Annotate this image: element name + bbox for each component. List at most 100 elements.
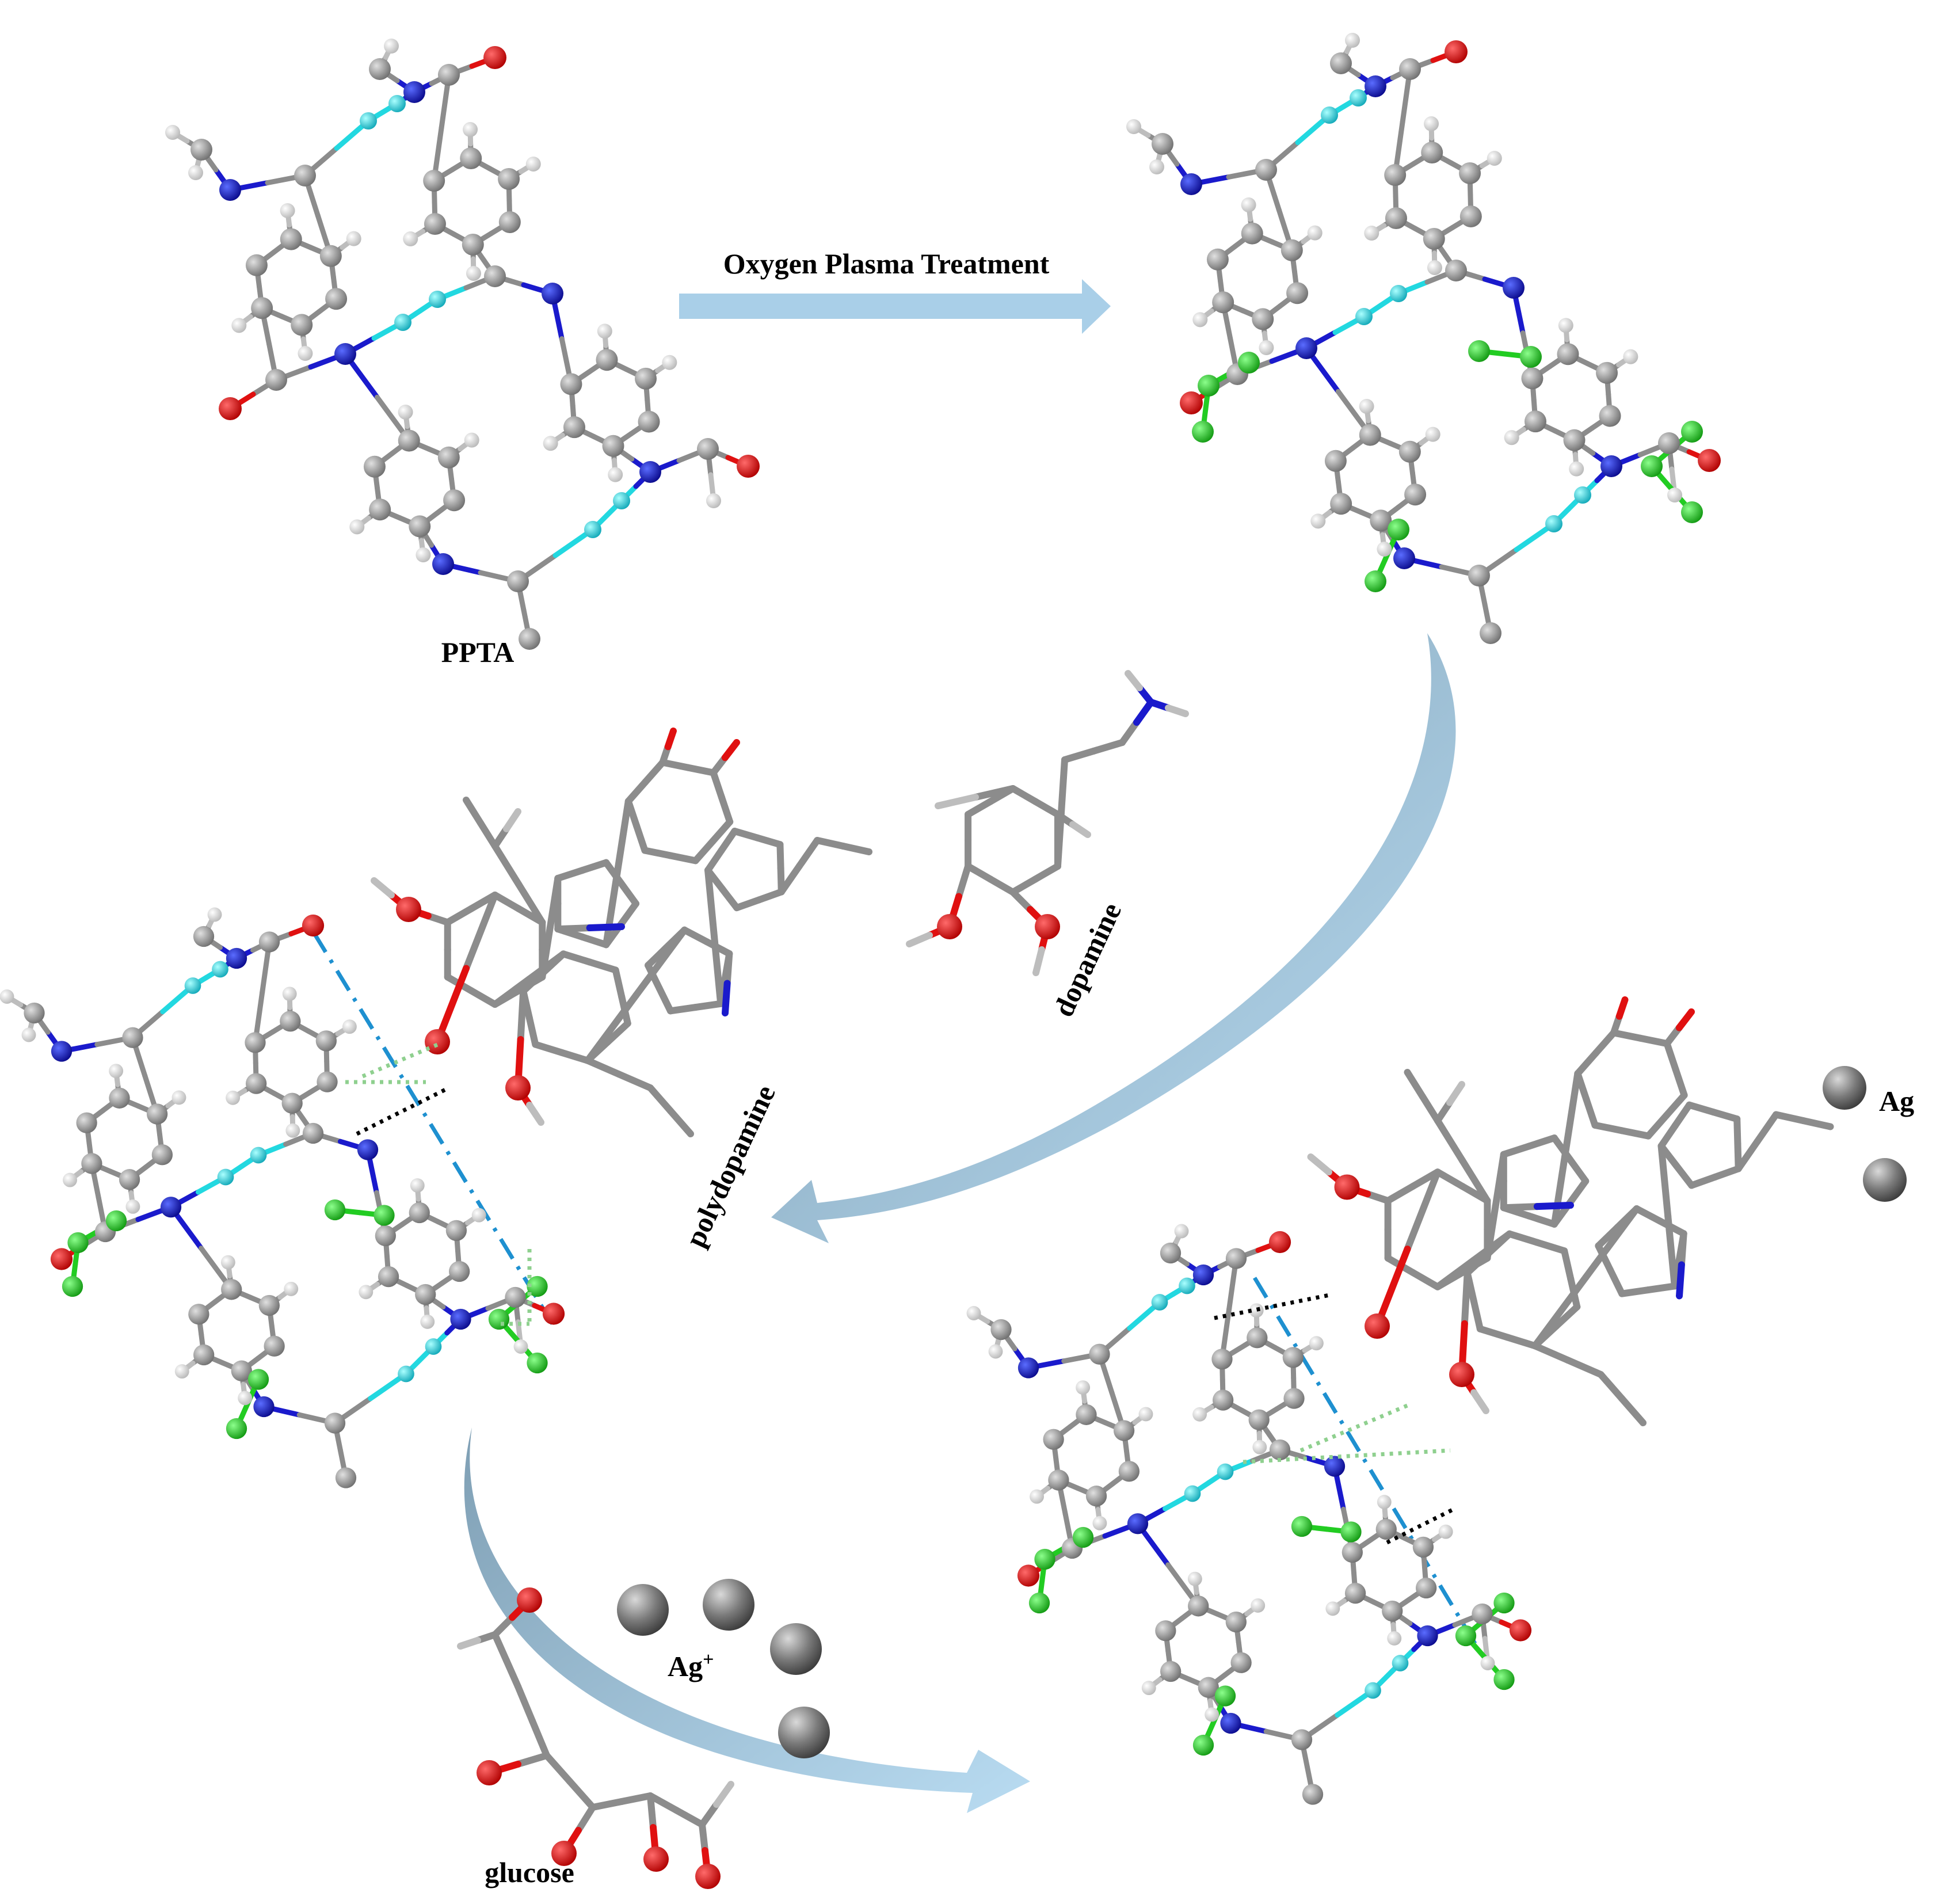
deposited-silver-sphere bbox=[1823, 1066, 1866, 1110]
amide-bond-atom bbox=[1151, 1294, 1168, 1311]
carbon-atom bbox=[449, 1261, 470, 1282]
bond bbox=[1057, 756, 1068, 817]
bond bbox=[1564, 1357, 1605, 1378]
hydrogen-atom bbox=[298, 346, 313, 361]
carbon-atom bbox=[302, 1122, 324, 1144]
hydrogen-atom bbox=[464, 432, 479, 448]
carbon-atom bbox=[424, 213, 446, 235]
bond bbox=[1595, 1224, 1621, 1250]
bond bbox=[1671, 1101, 1693, 1129]
nitrogen-atom bbox=[1600, 455, 1622, 477]
hydrogen-atom bbox=[172, 1090, 186, 1105]
bond bbox=[1597, 1371, 1626, 1402]
bond bbox=[699, 1821, 708, 1854]
carbon-atom bbox=[460, 147, 482, 170]
hydrogen-atom bbox=[1030, 1489, 1044, 1504]
modified-atom bbox=[1192, 421, 1214, 443]
carbon-atom bbox=[258, 931, 280, 953]
nitrogen-atom bbox=[403, 81, 425, 103]
carbon-atom bbox=[1459, 205, 1482, 227]
bond bbox=[1672, 1065, 1688, 1099]
bond bbox=[1531, 1274, 1590, 1350]
bond bbox=[615, 1071, 654, 1091]
nitrogen-atom bbox=[1324, 1456, 1346, 1477]
hydrogen-atom bbox=[1558, 318, 1573, 333]
hydrogen-atom bbox=[1252, 1440, 1267, 1454]
carbon-atom bbox=[507, 570, 529, 592]
modified-atom bbox=[1388, 519, 1409, 540]
bond bbox=[1500, 1203, 1541, 1212]
carbon-atom bbox=[109, 1087, 130, 1109]
amide-bond-atom bbox=[212, 961, 228, 978]
bond bbox=[1125, 670, 1143, 691]
bond bbox=[1470, 1230, 1513, 1264]
bond bbox=[1637, 1034, 1671, 1048]
bond bbox=[673, 1807, 706, 1828]
interface-line-middle bbox=[312, 931, 554, 1325]
modified-atom bbox=[1072, 1526, 1094, 1548]
amide-bond-atom bbox=[184, 977, 201, 994]
bond bbox=[647, 1792, 680, 1814]
bond bbox=[814, 837, 847, 850]
carbon-atom bbox=[231, 1360, 252, 1381]
bond bbox=[1525, 1134, 1558, 1150]
bond bbox=[558, 1049, 592, 1064]
amide-bond-atom bbox=[1365, 1682, 1381, 1699]
bond bbox=[525, 1014, 539, 1048]
interface-line-bottom bbox=[1253, 1277, 1492, 1670]
amide-bond-atom bbox=[1350, 89, 1367, 106]
bond bbox=[1470, 1297, 1484, 1332]
carbon-atom bbox=[369, 498, 391, 521]
ppta-label: PPTA bbox=[441, 636, 515, 668]
oxygen-atom bbox=[1035, 914, 1060, 939]
bond bbox=[709, 818, 734, 845]
bond bbox=[1583, 1096, 1599, 1129]
bond bbox=[515, 1683, 536, 1724]
treated-ppta-final-molecule bbox=[966, 1224, 1532, 1805]
bond bbox=[1672, 1162, 1695, 1189]
carbon-atom bbox=[1213, 1389, 1234, 1411]
carbon-atom bbox=[560, 373, 582, 395]
bond bbox=[1686, 1101, 1717, 1115]
modified-atom bbox=[527, 1352, 548, 1374]
hydrogen-atom bbox=[1623, 349, 1638, 364]
carbon-atom bbox=[315, 1030, 337, 1052]
bond bbox=[463, 892, 498, 972]
bond bbox=[1404, 1168, 1441, 1253]
bond bbox=[467, 987, 498, 1008]
bond bbox=[543, 1752, 573, 1785]
carbon-atom bbox=[505, 1286, 526, 1308]
nitrogen-atom bbox=[1295, 337, 1317, 359]
bond bbox=[1610, 1029, 1644, 1042]
bond bbox=[1800, 1117, 1834, 1130]
carbon-atom bbox=[378, 1266, 399, 1288]
bond bbox=[1754, 1111, 1779, 1145]
modified-atom bbox=[247, 1369, 269, 1390]
carbon-atom bbox=[1118, 1461, 1140, 1482]
amide-bond-atom bbox=[1321, 106, 1338, 124]
carbon-atom bbox=[245, 1032, 266, 1053]
amide-bond-atom bbox=[1184, 1485, 1201, 1502]
bond bbox=[753, 834, 784, 848]
carbon-atom bbox=[325, 288, 348, 310]
bond bbox=[704, 866, 718, 940]
silver-ion-sphere bbox=[617, 1584, 669, 1636]
bond bbox=[1500, 1143, 1533, 1158]
bond bbox=[633, 822, 649, 854]
hydrogen-atom bbox=[1424, 116, 1439, 132]
carbon-atom bbox=[1282, 1347, 1304, 1368]
hydrogen-atom bbox=[349, 519, 365, 535]
oxygen-atom bbox=[50, 1248, 73, 1270]
carbon-atom bbox=[1330, 52, 1352, 74]
oxygen-atom bbox=[1334, 1174, 1360, 1200]
carbon-atom bbox=[602, 435, 624, 457]
silver-deposition-arrow bbox=[464, 1427, 1030, 1813]
carbon-atom bbox=[317, 1071, 338, 1092]
bond bbox=[664, 728, 677, 751]
nitrogen-atom bbox=[160, 1197, 182, 1218]
carbon-atom bbox=[635, 367, 657, 390]
bond bbox=[624, 778, 649, 805]
bond bbox=[515, 1752, 550, 1768]
polydopamine-molecule bbox=[371, 728, 872, 1137]
bond bbox=[906, 932, 933, 947]
